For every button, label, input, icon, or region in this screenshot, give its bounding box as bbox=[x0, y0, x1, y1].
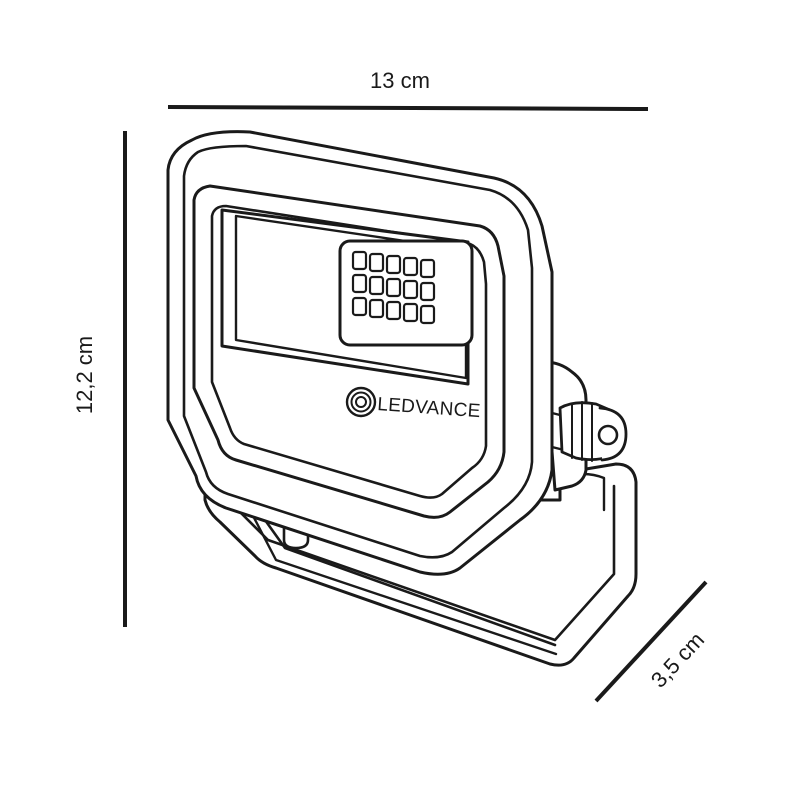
led-chip bbox=[402, 302, 419, 323]
lens-window-inner bbox=[234, 214, 468, 380]
led-module bbox=[338, 239, 474, 347]
hinge-and-cable-gland bbox=[543, 360, 628, 492]
led-chip-array bbox=[351, 250, 436, 325]
led-chip bbox=[419, 281, 436, 302]
width-dimension-line bbox=[167, 105, 649, 111]
front-frame-inner bbox=[210, 204, 488, 499]
housing-front-rim bbox=[182, 144, 534, 559]
led-chip bbox=[419, 304, 436, 325]
led-chip bbox=[385, 300, 402, 321]
led-chip bbox=[385, 254, 402, 275]
width-dimension-label: 13 cm bbox=[370, 68, 430, 93]
led-chip bbox=[402, 256, 419, 277]
led-chip bbox=[419, 258, 436, 279]
led-chip bbox=[368, 298, 385, 319]
led-chip bbox=[402, 279, 419, 300]
height-dimension-label: 12,2 cm bbox=[72, 336, 97, 414]
floodlight-illustration: LEDVANCE bbox=[166, 130, 638, 667]
led-chip bbox=[368, 252, 385, 273]
led-chip bbox=[368, 275, 385, 296]
led-chip bbox=[351, 273, 368, 294]
led-chip bbox=[385, 277, 402, 298]
depth-dimension-line bbox=[594, 580, 708, 703]
cable-gland-opening bbox=[597, 424, 619, 446]
led-chip bbox=[351, 250, 368, 271]
led-chip bbox=[351, 296, 368, 317]
